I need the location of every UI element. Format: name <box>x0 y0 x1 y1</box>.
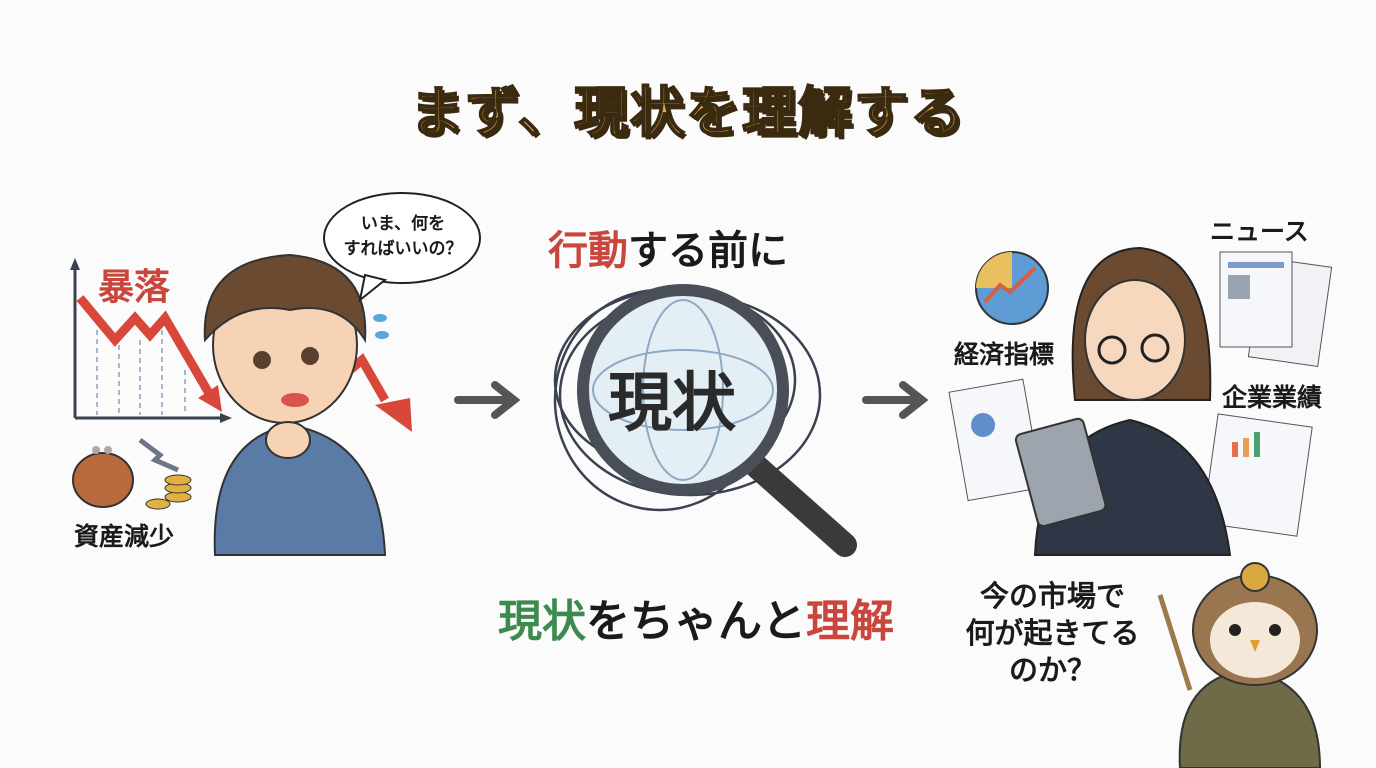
page-title: まず、現状を理解する <box>409 80 967 145</box>
news-label: ニュース <box>1210 217 1309 246</box>
earnings-label: 企業業績 <box>1222 383 1323 412</box>
economic-indicator-icon <box>975 251 1049 325</box>
flow-arrow-1 <box>454 381 521 419</box>
purse-icon <box>72 446 134 508</box>
asset-decrease-label: 資産減少 <box>74 522 175 551</box>
economic-indicator-label: 経済指標 <box>954 340 1055 369</box>
crash-chart-icon <box>70 258 412 432</box>
center-conclusion: 現状をちゃんと理解 <box>498 585 894 649</box>
conclusion-part-3: 理解 <box>806 596 894 647</box>
owl-question-line-3: のか？ <box>1008 653 1096 687</box>
speech-bubble <box>323 192 481 303</box>
magnifier-text: 現状 <box>608 367 736 441</box>
owl-question-line-1: 今の市場で <box>979 579 1125 613</box>
newspaper-icon <box>1219 251 1333 367</box>
conclusion-part-1: 現状 <box>498 596 586 647</box>
flow-arrow-2 <box>862 381 929 419</box>
speech-bubble-text: いま、何を すればいいの？ <box>330 212 476 262</box>
heading-rest: する前に <box>628 228 788 274</box>
owl-question: 今の市場で 何が起きてる のか？ <box>955 578 1150 689</box>
crash-label: 暴落 <box>98 267 171 308</box>
speech-line-1: いま、何を <box>360 214 446 234</box>
coins-icon <box>145 474 192 510</box>
earnings-report-icon <box>1202 413 1313 537</box>
conclusion-part-2: をちゃんと <box>586 596 806 647</box>
analyst-woman-illustration <box>1014 246 1232 556</box>
center-heading: 行動する前に <box>548 218 788 276</box>
owl-question-line-2: 何が起きてる <box>965 616 1140 650</box>
owl-mascot-illustration <box>1157 562 1322 768</box>
report-pie-icon <box>948 378 1043 502</box>
down-arrow-icon <box>138 438 179 473</box>
speech-line-2: すればいいの？ <box>343 239 463 259</box>
worried-man-illustration <box>203 253 387 556</box>
magnifier-icon <box>553 284 857 557</box>
sweat-drops-icon <box>373 314 389 339</box>
heading-highlight: 行動 <box>548 228 628 274</box>
